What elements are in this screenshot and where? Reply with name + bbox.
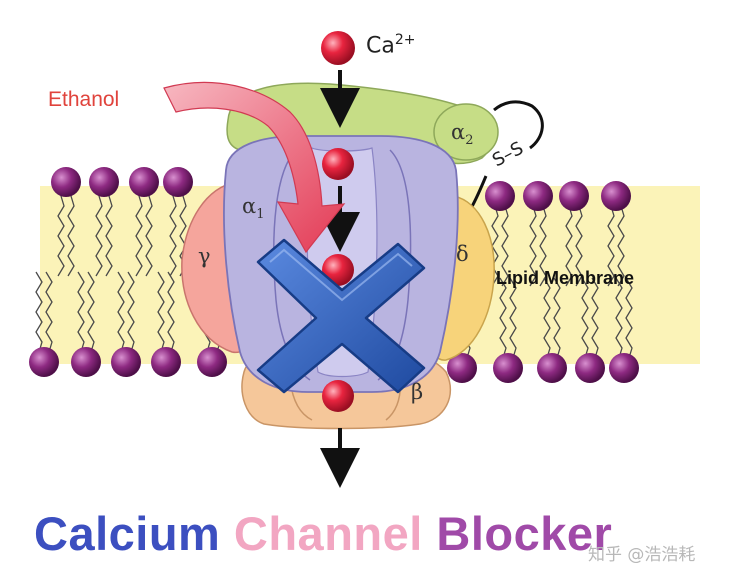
lipid-tail <box>67 195 75 277</box>
lipid-tail <box>45 271 53 353</box>
ethanol-label: Ethanol <box>48 88 120 111</box>
lipid-head <box>609 353 639 383</box>
lipid-tails-top-right <box>491 205 625 287</box>
lipid-tail <box>615 277 623 359</box>
title-word-channel: Channel <box>233 507 423 560</box>
lipid-tail <box>539 205 547 287</box>
ethanol-arrow <box>163 81 346 254</box>
calcium-ion <box>321 31 355 65</box>
lipid-heads <box>29 167 639 383</box>
gamma-label: γ <box>198 244 211 268</box>
lipid-tail <box>127 271 135 353</box>
alpha2-lobe <box>433 103 499 161</box>
lipid-head <box>51 167 81 197</box>
lipid-head <box>151 347 181 377</box>
lipid-tail <box>509 277 517 359</box>
lipid-head <box>485 181 515 211</box>
calcium-ion <box>322 380 354 412</box>
calcium-ion <box>322 254 354 286</box>
alpha2-label: α2 <box>451 120 474 149</box>
lipid-head <box>559 181 589 211</box>
lipid-tail <box>575 205 583 287</box>
lipid-head <box>537 353 567 383</box>
lipid-tail <box>145 195 153 277</box>
lipid-tail <box>95 195 103 277</box>
lipid-head <box>523 181 553 211</box>
lipid-tail <box>499 277 507 359</box>
lipid-membrane-label: Lipid Membrane <box>496 268 635 288</box>
lipid-tail <box>591 277 599 359</box>
lipid-tail <box>57 195 65 277</box>
lipid-tail <box>581 277 589 359</box>
lipid-tail <box>77 271 85 353</box>
calcium-ion <box>322 148 354 180</box>
lipid-tail <box>157 271 165 353</box>
lipid-tail <box>553 277 561 359</box>
lipid-tail <box>565 205 573 287</box>
lipid-tail <box>543 277 551 359</box>
alpha1-label: α1 <box>242 194 265 223</box>
lipid-tail <box>87 271 95 353</box>
lipid-tail <box>501 205 509 287</box>
title-word-calcium: Calcium <box>34 507 221 560</box>
lipid-head <box>601 181 631 211</box>
page-title: Calcium Channel Blocker <box>34 506 612 561</box>
lipid-tail <box>625 277 633 359</box>
lipid-head <box>447 353 477 383</box>
lipid-tail <box>117 271 125 353</box>
watermark: 知乎 @浩浩耗 <box>588 545 696 565</box>
block-cross-icon <box>256 238 426 394</box>
lipid-head <box>575 353 605 383</box>
lipid-tail <box>35 271 43 353</box>
lipid-head <box>197 347 227 377</box>
lipid-head <box>89 167 119 197</box>
lipid-head <box>29 347 59 377</box>
calcium-ion-label: Ca2+ <box>366 32 416 59</box>
lipid-head <box>111 347 141 377</box>
lipid-tail <box>105 195 113 277</box>
title-word-blocker: Blocker <box>436 507 613 560</box>
lipid-tail <box>135 195 143 277</box>
lipid-tail <box>169 195 177 277</box>
lipid-head <box>163 167 193 197</box>
lipid-head <box>129 167 159 197</box>
delta-label: δ <box>456 242 469 266</box>
lipid-head <box>493 353 523 383</box>
lipid-tail <box>617 205 625 287</box>
lipid-tail <box>607 205 615 287</box>
lipid-tail <box>529 205 537 287</box>
lipid-tail <box>167 271 175 353</box>
beta-label: β <box>411 380 424 404</box>
lipid-tails-top-left <box>57 195 187 277</box>
lipid-head <box>71 347 101 377</box>
